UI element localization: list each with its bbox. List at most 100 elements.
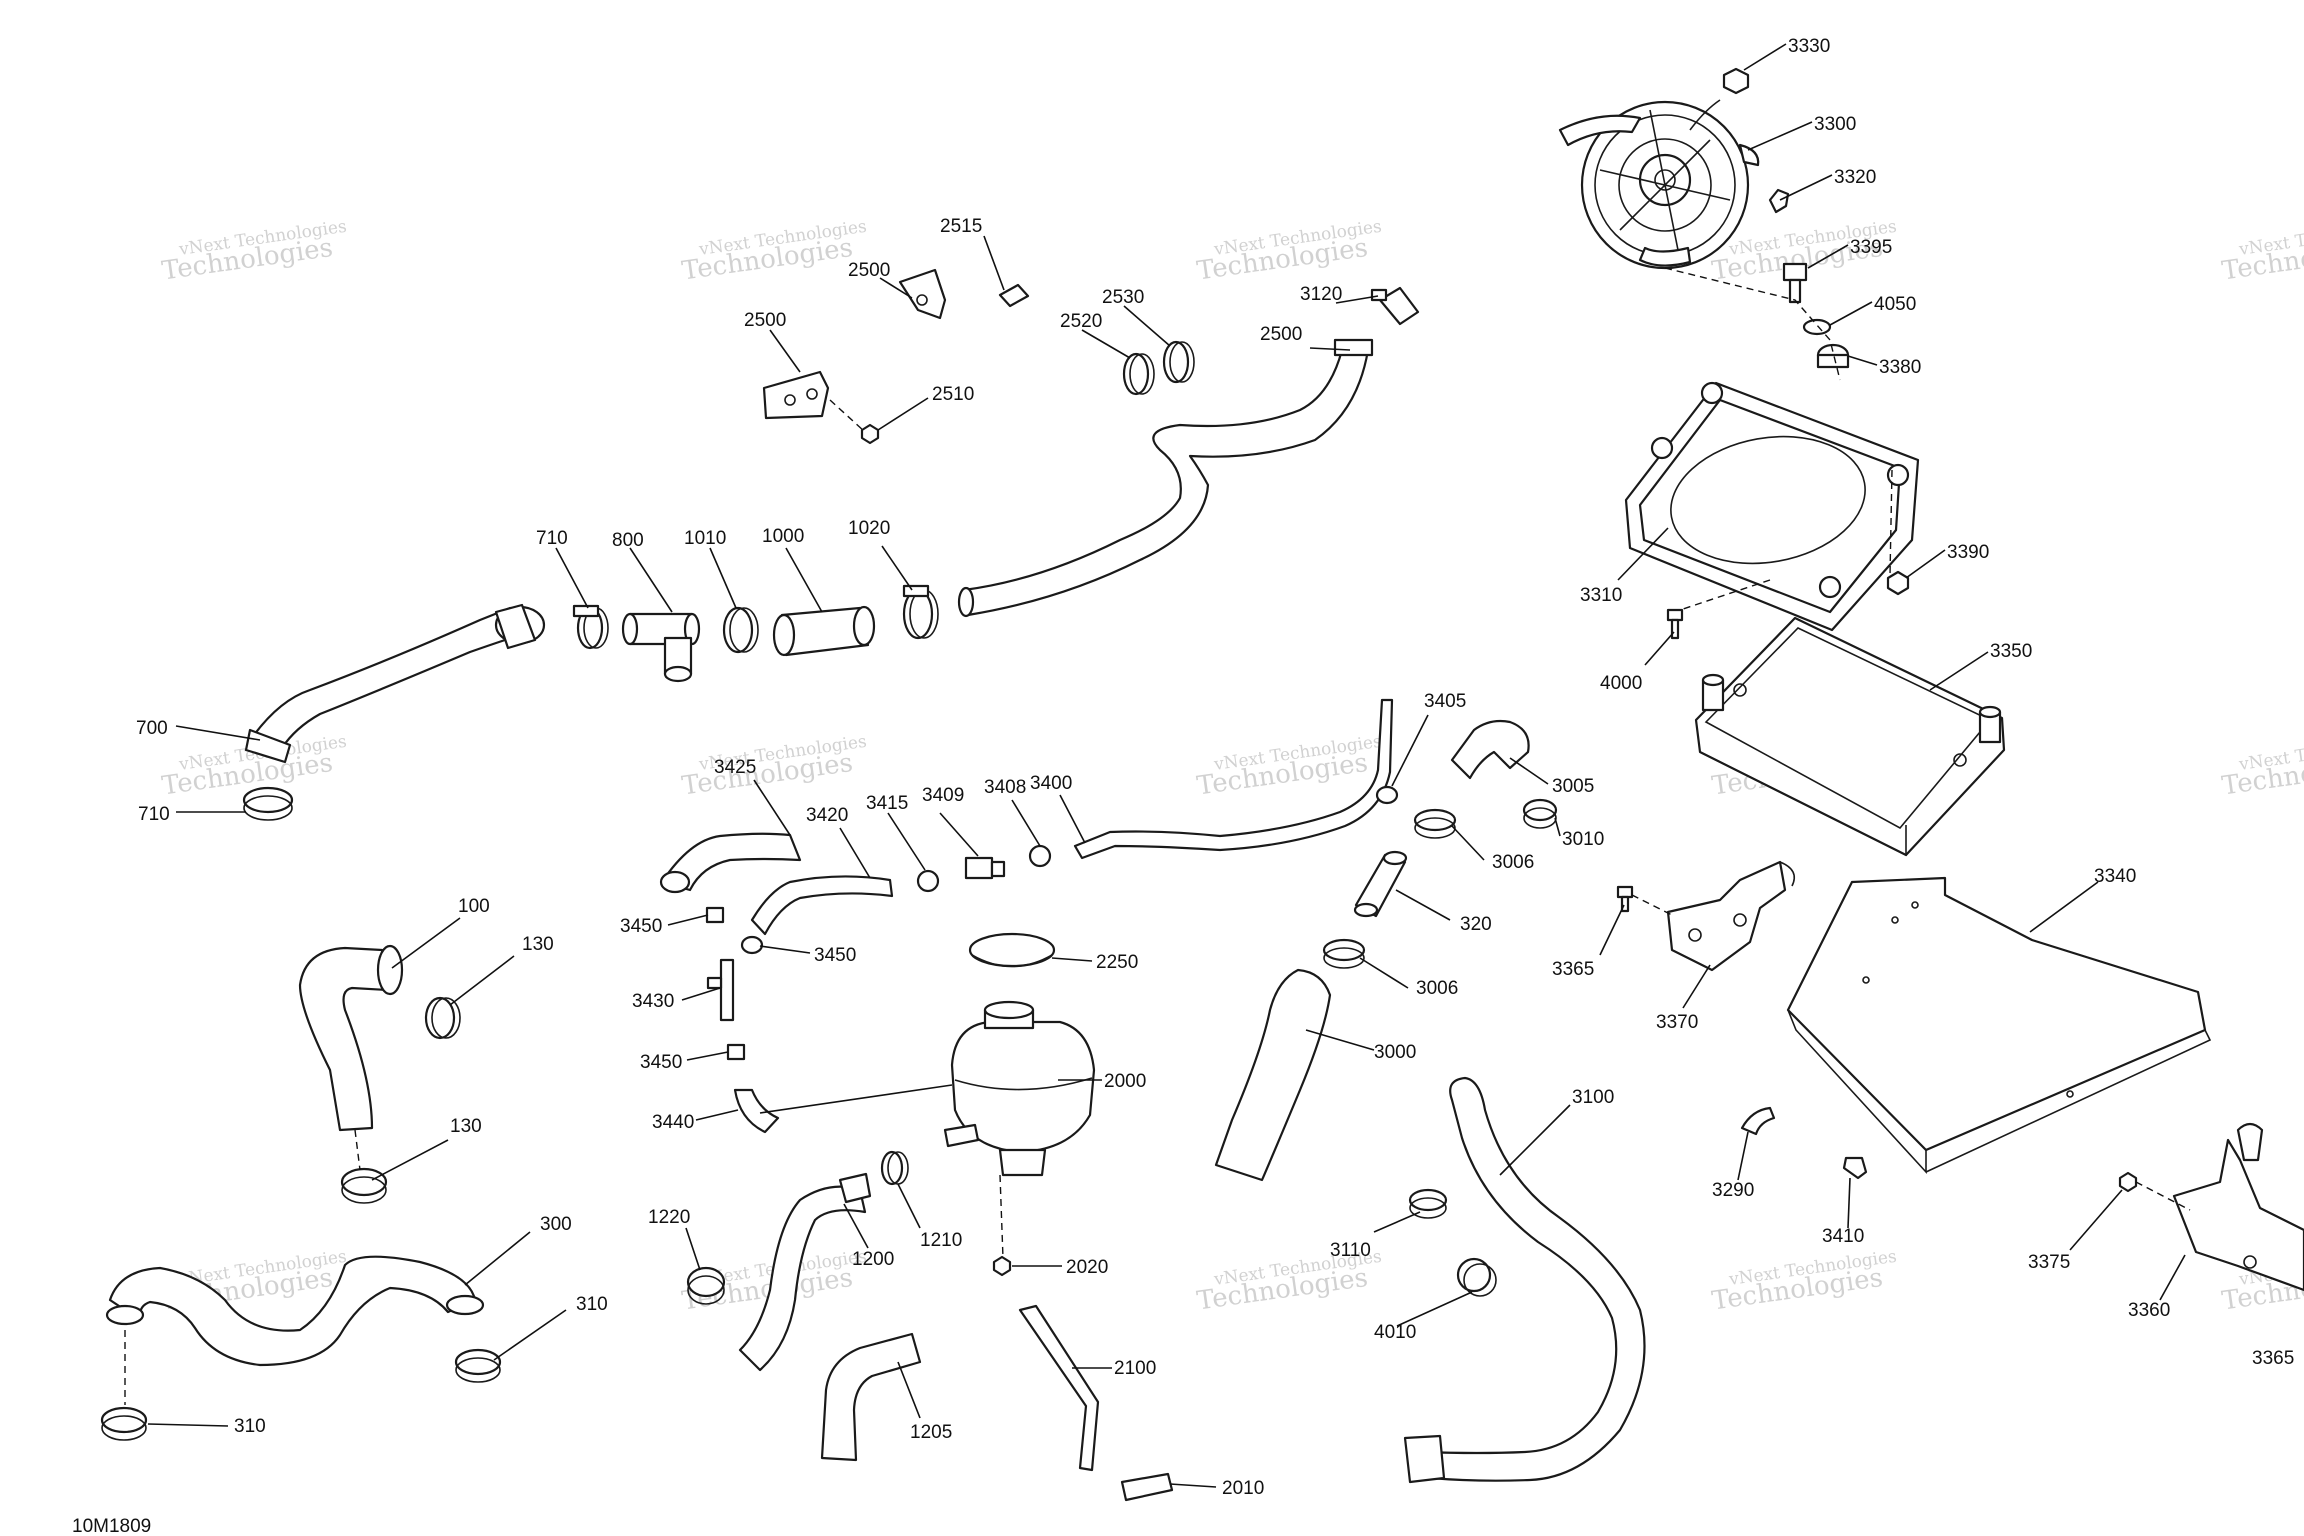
fitting-3450a bbox=[705, 906, 725, 924]
callout-3420: 3420 bbox=[806, 805, 848, 826]
callout-3390: 3390 bbox=[1947, 542, 1989, 563]
watermark: vNext Technologies Technologies bbox=[160, 217, 348, 287]
callout-3400: 3400 bbox=[1030, 773, 1072, 794]
clamp-3110 bbox=[1408, 1188, 1448, 1219]
bracket-2500-upper bbox=[898, 268, 947, 320]
clamp-3408 bbox=[1028, 844, 1052, 868]
callout-3450-right: 3450 bbox=[814, 945, 856, 966]
clamp-130a bbox=[424, 996, 461, 1040]
callout-3425: 3425 bbox=[714, 757, 756, 778]
clamp-2530 bbox=[1162, 340, 1195, 384]
callout-labels: 3330 3300 3320 3395 4050 3380 3390 3310 … bbox=[136, 36, 2294, 1499]
callout-2500-left: 2500 bbox=[744, 310, 786, 331]
screw-3365 bbox=[1616, 885, 1634, 913]
callout-3350: 3350 bbox=[1990, 641, 2032, 662]
watermark: vNext Technologies Technologies bbox=[2220, 732, 2304, 802]
callout-1020: 1020 bbox=[848, 518, 890, 539]
hose-2100 bbox=[1018, 1304, 1100, 1472]
callout-100: 100 bbox=[458, 896, 490, 917]
callout-700: 700 bbox=[136, 718, 168, 739]
callout-3405: 3405 bbox=[1424, 691, 1466, 712]
callout-2510: 2510 bbox=[932, 384, 974, 405]
callout-300: 300 bbox=[540, 1214, 572, 1235]
watermark: vNext Technologies Technologies bbox=[1195, 217, 1383, 287]
clamp-3450b bbox=[740, 935, 764, 955]
callout-800: 800 bbox=[612, 530, 644, 551]
hose-3425 bbox=[659, 832, 802, 894]
screw-4000 bbox=[1666, 608, 1684, 640]
clamp-1010 bbox=[722, 606, 759, 654]
clamp-1210 bbox=[880, 1150, 909, 1186]
watermark: vNext Technologies Technologies bbox=[680, 217, 868, 287]
callout-1220: 1220 bbox=[648, 1207, 690, 1228]
tube-320 bbox=[1353, 850, 1408, 918]
sensor-3120 bbox=[1370, 286, 1420, 326]
callout-3395: 3395 bbox=[1850, 237, 1892, 258]
callout-2520: 2520 bbox=[1060, 311, 1102, 332]
callout-3360: 3360 bbox=[2128, 1300, 2170, 1321]
callout-4000: 4000 bbox=[1600, 673, 1642, 694]
tee-800 bbox=[621, 612, 701, 683]
callout-310-bottom: 310 bbox=[234, 1416, 266, 1437]
valve-3409 bbox=[964, 856, 1006, 880]
callout-3005: 3005 bbox=[1552, 776, 1594, 797]
clamp-710a bbox=[572, 604, 609, 650]
callout-3430: 3430 bbox=[632, 991, 674, 1012]
fan-shroud bbox=[1624, 381, 1920, 632]
drawing-number: 10M1809 bbox=[72, 1516, 151, 1536]
callout-3340: 3340 bbox=[2094, 866, 2136, 887]
radiator-fan bbox=[1558, 99, 1760, 270]
hose-3100 bbox=[1403, 1076, 1646, 1484]
callout-2250: 2250 bbox=[1096, 952, 1138, 973]
callout-3408: 3408 bbox=[984, 777, 1026, 798]
clip-2515 bbox=[998, 283, 1030, 308]
clamp-3010 bbox=[1522, 798, 1558, 829]
hose-3400 bbox=[1073, 698, 1394, 860]
callout-3300: 3300 bbox=[1814, 114, 1856, 135]
hose-300 bbox=[105, 1255, 485, 1367]
hose-3440 bbox=[733, 1088, 780, 1134]
grommet-3380 bbox=[1816, 343, 1850, 369]
callout-310-right: 310 bbox=[576, 1294, 608, 1315]
clamp-2520 bbox=[1122, 352, 1155, 396]
callout-3010: 3010 bbox=[1562, 829, 1604, 850]
clip-3320 bbox=[1768, 188, 1790, 214]
skid-plate bbox=[1786, 876, 2212, 1175]
callout-3365-upper: 3365 bbox=[1552, 959, 1594, 980]
coolant-tank bbox=[943, 1000, 1096, 1177]
callout-1210: 1210 bbox=[920, 1230, 962, 1251]
mount-bracket-3360 bbox=[2172, 1122, 2304, 1292]
hose-3000 bbox=[1214, 968, 1332, 1182]
callout-3006-upper: 3006 bbox=[1492, 852, 1534, 873]
clip-3290 bbox=[1740, 1106, 1776, 1136]
callout-3320: 3320 bbox=[1834, 167, 1876, 188]
hose-2500 bbox=[957, 338, 1374, 618]
callout-3380: 3380 bbox=[1879, 357, 1921, 378]
clamp-3415 bbox=[916, 869, 940, 893]
callout-3450-lower: 3450 bbox=[640, 1052, 682, 1073]
clamp-4010 bbox=[1456, 1257, 1497, 1297]
callout-2010: 2010 bbox=[1222, 1478, 1264, 1499]
radiator bbox=[1694, 616, 2006, 857]
callout-1010: 1010 bbox=[684, 528, 726, 549]
callout-130-upper: 130 bbox=[522, 934, 554, 955]
fitting-3450c bbox=[726, 1043, 746, 1061]
callout-3375: 3375 bbox=[2028, 1252, 2070, 1273]
callout-2530: 2530 bbox=[1102, 287, 1144, 308]
callout-3415: 3415 bbox=[866, 793, 908, 814]
callout-3370: 3370 bbox=[1656, 1012, 1698, 1033]
hose-100 bbox=[298, 944, 404, 1132]
screw-2510 bbox=[860, 423, 880, 445]
clamp-3006a bbox=[1413, 808, 1457, 839]
hose-3420 bbox=[750, 875, 894, 936]
clamp-1020 bbox=[902, 584, 939, 640]
callout-3000: 3000 bbox=[1374, 1042, 1416, 1063]
callout-1205: 1205 bbox=[910, 1422, 952, 1443]
callout-710-top: 710 bbox=[536, 528, 568, 549]
screw-3390 bbox=[1886, 570, 1910, 596]
hose-700 bbox=[244, 603, 546, 764]
clamp-310b bbox=[100, 1406, 148, 1441]
hose-1000 bbox=[772, 605, 876, 657]
callout-3409: 3409 bbox=[922, 785, 964, 806]
